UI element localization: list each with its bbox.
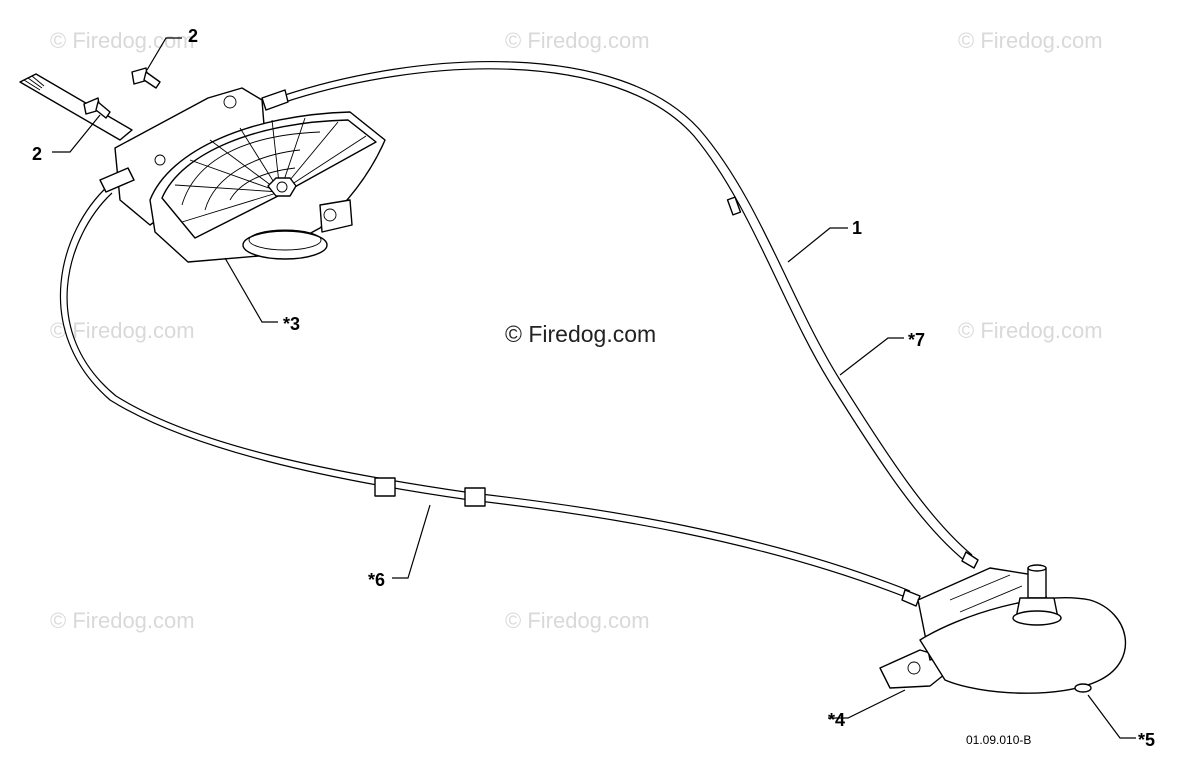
bolt-lower — [83, 97, 111, 119]
callout-labels: 1 2 2 *3 *4 *5 *6 *7 — [32, 26, 1155, 750]
callout-7: *7 — [908, 330, 925, 350]
callout-2-lower: 2 — [32, 144, 42, 164]
callout-6: *6 — [368, 570, 385, 590]
watermark: © Firedog.com — [505, 28, 650, 53]
center-watermark: © Firedog.com — [505, 321, 656, 347]
callout-2-upper: 2 — [188, 26, 198, 46]
leader-lines — [52, 37, 1136, 739]
callout-1: 1 — [852, 218, 862, 238]
callout-3: *3 — [283, 314, 300, 334]
drawing-number: 01.09.010-B — [966, 733, 1031, 747]
upper-control-assembly — [19, 73, 386, 263]
watermark: © Firedog.com — [958, 28, 1103, 53]
lower-steering-assembly — [879, 564, 1127, 694]
watermark: © Firedog.com — [50, 28, 195, 53]
watermark: © Firedog.com — [958, 318, 1103, 343]
cable-lower — [59, 185, 921, 607]
watermark: © Firedog.com — [505, 608, 650, 633]
callout-4: *4 — [828, 710, 845, 730]
callout-5: *5 — [1138, 730, 1155, 750]
watermark: © Firedog.com — [50, 608, 195, 633]
cable-upper — [281, 60, 979, 569]
bolt-upper — [131, 67, 161, 89]
